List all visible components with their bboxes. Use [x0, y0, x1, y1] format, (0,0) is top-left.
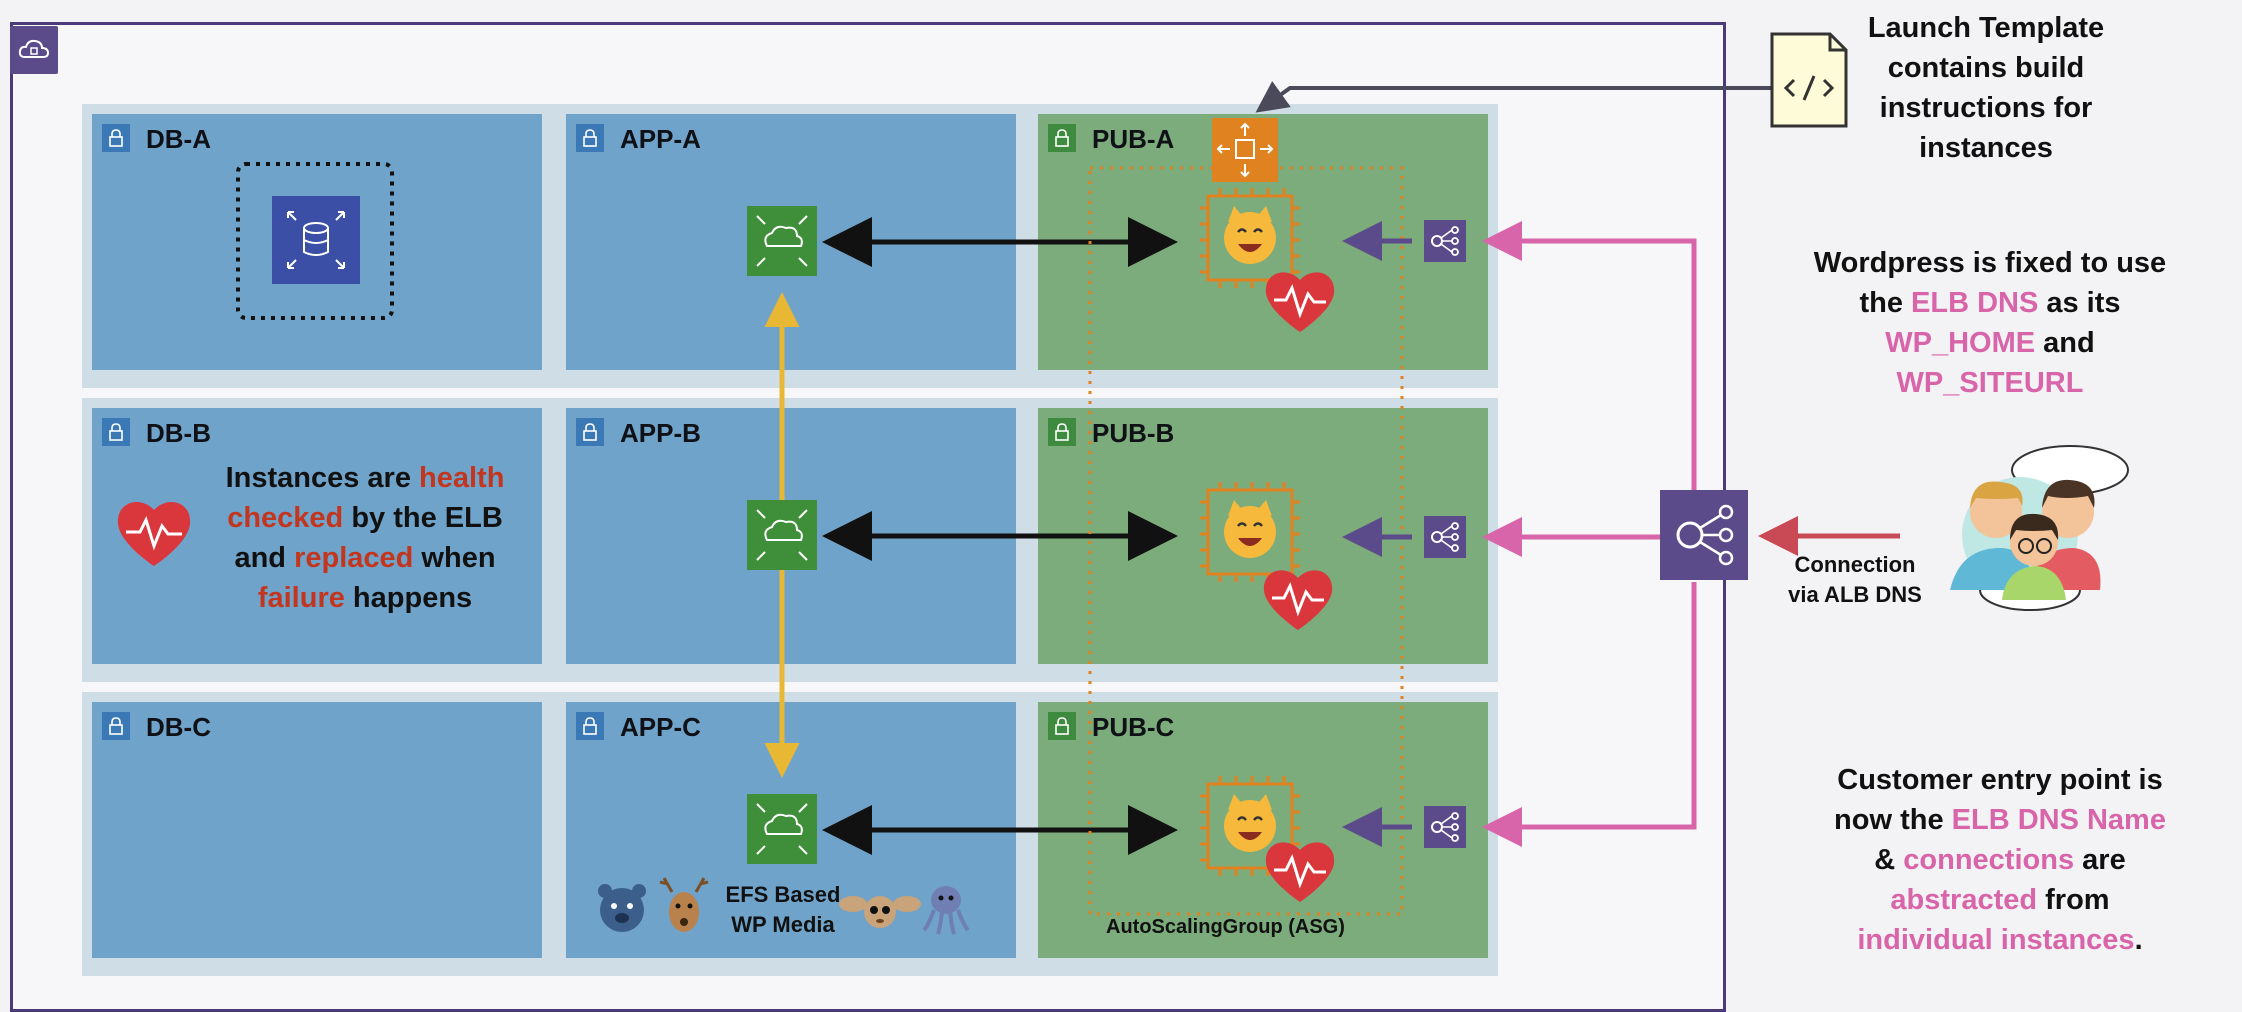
lock-icon — [576, 712, 604, 740]
ec2-instance-icon-a — [1200, 188, 1300, 288]
lock-icon — [102, 712, 130, 740]
lock-icon — [102, 418, 130, 446]
launch-template-note: Launch Template contains build instructi… — [1867, 12, 2105, 164]
subnet-db-c: DB-C — [92, 702, 542, 958]
lock-icon — [576, 124, 604, 152]
wordpress-note: Wordpress is fixed to use the ELB DNS as… — [1813, 247, 2167, 399]
gremlin-icon — [839, 896, 921, 928]
subnet-label: APP-C — [620, 712, 701, 742]
subnet-label: DB-B — [146, 418, 211, 448]
subnet-label: PUB-B — [1092, 418, 1175, 448]
efs-mount-target-icon-b — [747, 500, 817, 570]
octopus-icon — [922, 886, 970, 935]
rds-database-icon — [236, 162, 394, 320]
subnet-label: PUB-A — [1092, 124, 1175, 154]
lock-icon — [102, 124, 130, 152]
subnet-label: APP-B — [620, 418, 701, 448]
health-heart-icon-b — [1263, 570, 1333, 630]
subnet-label: DB-C — [146, 712, 211, 742]
health-heart-icon-c — [1265, 842, 1335, 902]
elb-node-icon-a — [1424, 220, 1466, 262]
users-icon — [1950, 445, 2129, 611]
lock-icon — [1048, 418, 1076, 446]
lock-icon — [576, 418, 604, 446]
ec2-instance-icon-b — [1200, 482, 1300, 582]
application-load-balancer-icon — [1660, 490, 1748, 580]
efs-mount-target-icon-a — [747, 206, 817, 276]
efs-mount-target-icon-c — [747, 794, 817, 864]
elb-node-icon-b — [1424, 516, 1466, 558]
launch-template-file-icon — [1770, 32, 1848, 128]
lock-icon — [1048, 124, 1076, 152]
asg-label: AutoScalingGroup (ASG) — [1106, 916, 1345, 938]
bear-icon — [598, 884, 646, 932]
lock-icon — [1048, 712, 1076, 740]
connection-label: Connection via ALB DNS — [1788, 552, 1922, 607]
subnet-label: APP-A — [620, 124, 701, 154]
health-heart-icon-a — [1265, 272, 1335, 332]
customer-entry-note: Customer entry point is now the ELB DNS … — [1834, 764, 2166, 956]
elb-node-icon-c — [1424, 806, 1466, 848]
health-heart-icon — [117, 502, 191, 566]
subnet-label: PUB-C — [1092, 712, 1175, 742]
subnet-label: DB-A — [146, 124, 211, 154]
autoscaling-group-icon — [1212, 118, 1278, 182]
health-check-note: Instances are health checked by the ELB … — [225, 462, 505, 614]
deer-icon — [659, 877, 709, 932]
vpc-cloud-icon — [10, 26, 58, 74]
efs-label: EFS Based WP Media — [725, 882, 841, 937]
ec2-instance-icon-c — [1200, 776, 1300, 876]
